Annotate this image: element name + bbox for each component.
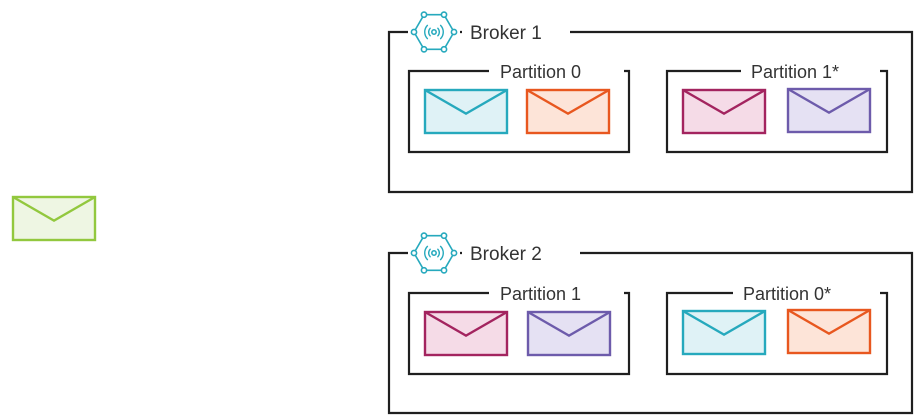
partition-frame (407, 69, 631, 154)
partition-label: Partition 1 (500, 284, 581, 304)
message-envelope-icon (681, 88, 767, 135)
incoming-message-envelope-icon (11, 195, 97, 242)
partition-label: Partition 0 (500, 62, 581, 82)
message-envelope-icon (423, 310, 509, 357)
message-envelope-icon (786, 308, 872, 355)
broker-2: Broker 2 Partition 1 Partition 0* (387, 232, 914, 415)
broker-1-partition-left: Partition 0 (407, 62, 631, 154)
broker-1-partition-right: Partition 1* (665, 62, 889, 154)
broker-2-label: Broker 2 (470, 244, 542, 265)
message-envelope-icon (786, 87, 872, 134)
broker-1-label: Broker 1 (470, 23, 542, 44)
broker-1-hexagon-icon (408, 11, 460, 53)
broker-2-partition-left: Partition 1 (407, 284, 631, 376)
message-envelope-icon (423, 88, 509, 135)
partition-label: Partition 0* (743, 284, 831, 304)
partition-label: Partition 1* (751, 62, 839, 82)
broker-2-partition-right: Partition 0* (665, 284, 889, 376)
message-envelope-icon (681, 309, 767, 356)
partition-frame (407, 291, 631, 376)
broker-1: Broker 1 Partition 0 Partition 1* (387, 11, 914, 194)
message-envelope-icon (525, 88, 611, 135)
message-envelope-icon (526, 310, 612, 357)
partition-frame (665, 69, 889, 154)
broker-2-hexagon-icon (408, 232, 460, 274)
partition-frame (665, 291, 889, 376)
broker-1-frame (387, 30, 914, 194)
broker-2-frame (387, 251, 914, 415)
